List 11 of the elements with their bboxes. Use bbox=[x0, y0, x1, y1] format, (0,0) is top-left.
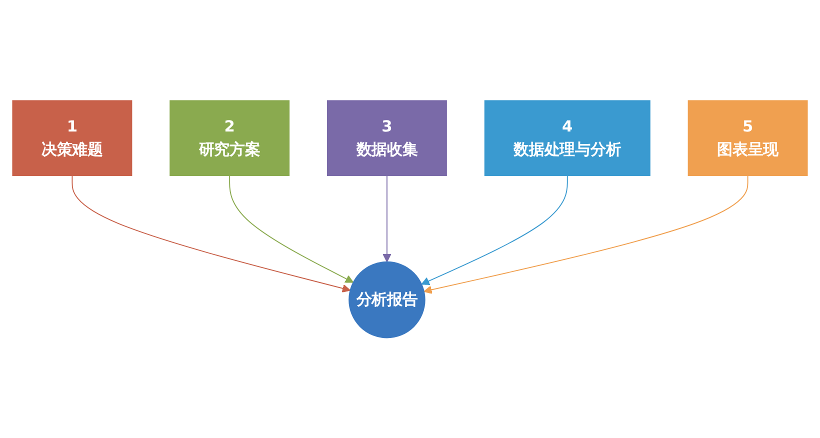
node-box: 1 决策难题 bbox=[12, 100, 132, 176]
node-box: 5 图表呈现 bbox=[688, 100, 808, 176]
arrow bbox=[72, 174, 351, 292]
arrow bbox=[424, 174, 748, 294]
arrow bbox=[382, 174, 392, 262]
node-circle: 分析报告 bbox=[348, 261, 426, 338]
node-box: 2 研究方案 bbox=[170, 100, 290, 176]
arrow bbox=[229, 174, 354, 283]
node-box: 4 数据处理与分析 bbox=[484, 100, 650, 176]
arrow bbox=[421, 174, 568, 285]
node-box: 3 数据收集 bbox=[327, 100, 447, 176]
